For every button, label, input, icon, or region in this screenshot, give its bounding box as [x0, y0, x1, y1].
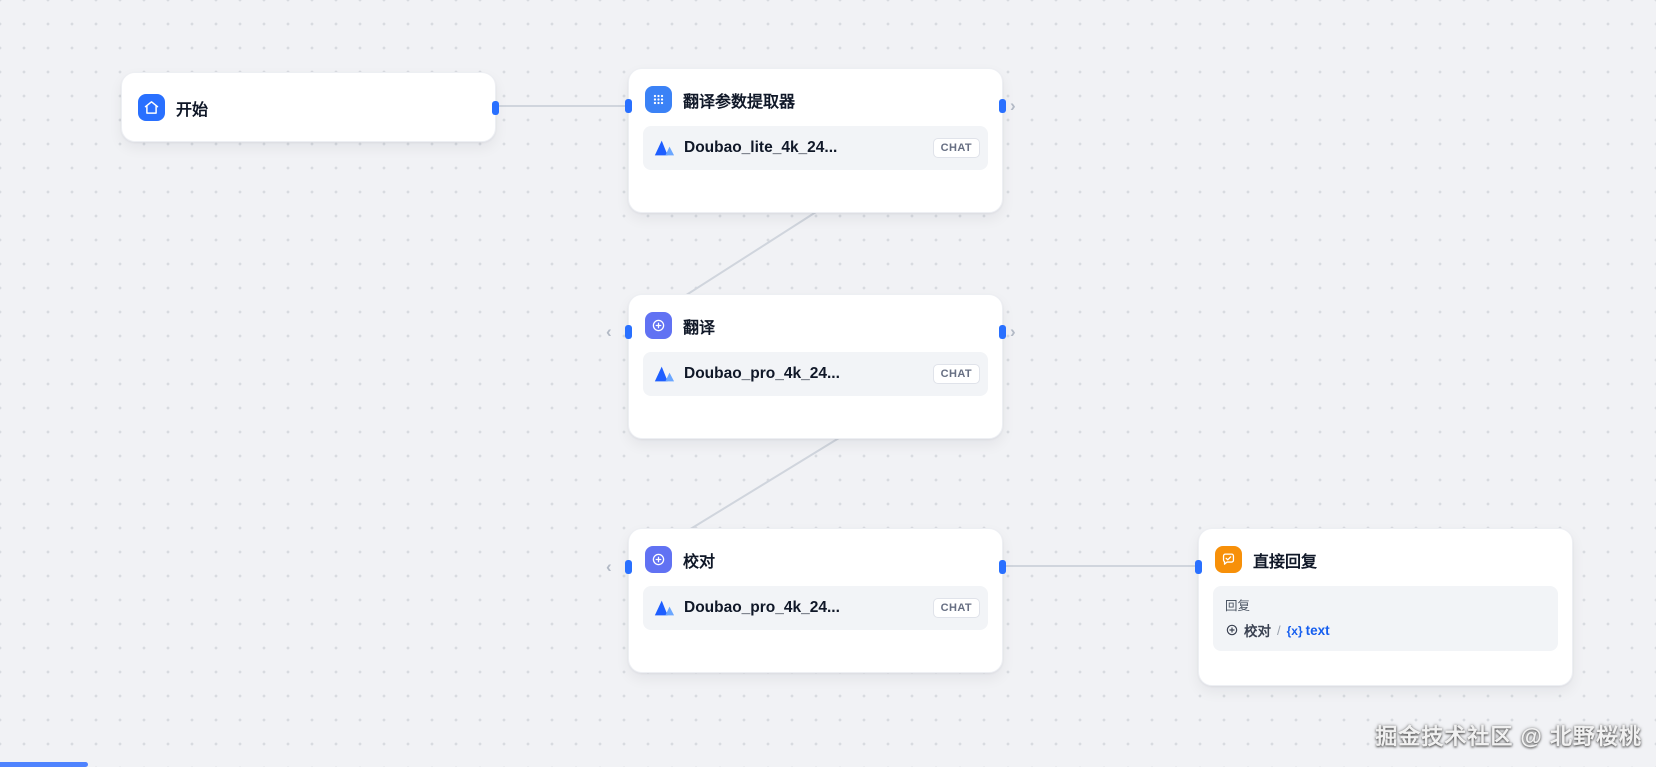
- node-header: 直接回复: [1199, 529, 1572, 583]
- node-header: 翻译: [629, 295, 1002, 349]
- node-header: 翻译参数提取器: [629, 69, 1002, 123]
- llm-icon: [645, 546, 672, 573]
- node-title: 翻译参数提取器: [683, 93, 796, 111]
- llm-icon: [645, 312, 672, 339]
- variable-reference[interactable]: 校对 / {x} text: [1225, 620, 1546, 640]
- chat-badge: CHAT: [932, 364, 980, 384]
- node-title: 直接回复: [1253, 553, 1318, 571]
- connection-handle[interactable]: [625, 99, 632, 113]
- model-name: Doubao_lite_4k_24...: [684, 139, 838, 156]
- connection-handle[interactable]: [492, 101, 499, 115]
- connection-handle[interactable]: [625, 560, 632, 574]
- doubao-logo-icon: [653, 597, 675, 619]
- chevron-right-icon: ›: [1010, 322, 1016, 341]
- node-parameter-extractor[interactable]: 翻译参数提取器 Doubao_lite_4k_24... CHAT: [625, 68, 1006, 213]
- node-title: 翻译: [683, 319, 716, 337]
- path-separator: /: [1277, 622, 1281, 638]
- home-icon: [138, 94, 165, 121]
- model-name: Doubao_pro_4k_24...: [684, 599, 840, 616]
- parameter-extractor-icon: [645, 86, 672, 113]
- model-selector[interactable]: Doubao_lite_4k_24... CHAT: [643, 126, 988, 170]
- node-title: 开始: [176, 101, 209, 119]
- answer-label: 回复: [1225, 599, 1251, 613]
- node-direct-answer[interactable]: 直接回复 回复 校对 / {x} text: [1195, 528, 1573, 686]
- chevron-right-icon: ›: [1010, 96, 1016, 115]
- connection-handle[interactable]: [999, 560, 1006, 574]
- chat-badge: CHAT: [932, 138, 980, 158]
- horizontal-scrollbar-thumb[interactable]: [0, 762, 88, 767]
- model-name: Doubao_pro_4k_24...: [684, 365, 840, 382]
- chat-badge: CHAT: [932, 598, 980, 618]
- ref-node-name: 校对: [1244, 624, 1271, 639]
- node-title: 校对: [683, 553, 716, 571]
- doubao-logo-icon: [653, 137, 675, 159]
- model-selector[interactable]: Doubao_pro_4k_24... CHAT: [643, 586, 988, 630]
- connection-handle[interactable]: [1195, 560, 1202, 574]
- connection-handle[interactable]: [999, 325, 1006, 339]
- chevron-left-icon: ‹: [606, 322, 612, 341]
- variable-name: text: [1305, 622, 1330, 638]
- llm-mini-icon: [1226, 624, 1238, 636]
- reply-icon: [1215, 546, 1242, 573]
- watermark-text: 掘金技术社区 @ 北野桜桃: [1375, 724, 1642, 749]
- connection-handle[interactable]: [999, 99, 1006, 113]
- ref-node-chip: 校对: [1225, 620, 1271, 640]
- doubao-logo-icon: [653, 363, 675, 385]
- node-header: 校对: [629, 529, 1002, 583]
- chevron-left-icon: ‹: [606, 557, 612, 576]
- answer-section: 回复 校对 / {x} text: [1213, 586, 1558, 651]
- model-selector[interactable]: Doubao_pro_4k_24... CHAT: [643, 352, 988, 396]
- node-proofread-llm[interactable]: 校对 Doubao_pro_4k_24... CHAT: [625, 528, 1006, 673]
- variable-icon: {x}: [1286, 623, 1303, 638]
- variable-chip: {x} text: [1287, 623, 1330, 638]
- node-translate-llm[interactable]: 翻译 Doubao_pro_4k_24... CHAT: [625, 294, 1006, 439]
- node-header: 开始: [122, 73, 495, 142]
- connection-handle[interactable]: [625, 325, 632, 339]
- node-start[interactable]: 开始: [121, 72, 499, 142]
